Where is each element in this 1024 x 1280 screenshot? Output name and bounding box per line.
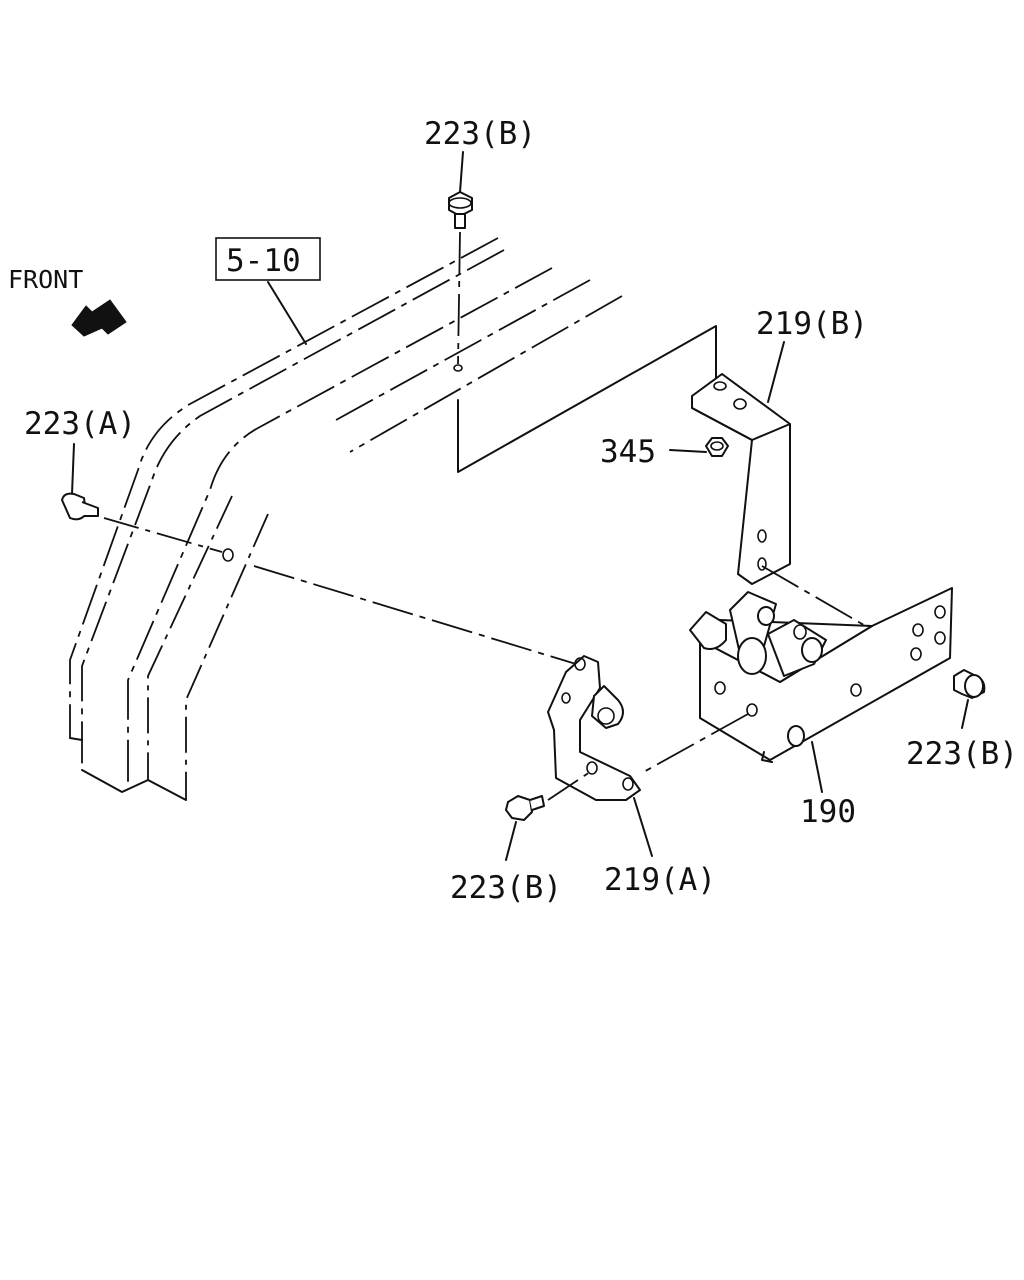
bracket-190	[689, 587, 953, 763]
callout-219b: 219(B)	[756, 306, 868, 342]
callout-223a: 223(A)	[24, 406, 136, 442]
bracket-219a	[547, 655, 641, 801]
front-label: FRONT	[8, 265, 83, 294]
leader-223a	[71, 443, 75, 495]
callout-345: 345	[600, 434, 656, 470]
callout-190: 190	[800, 794, 856, 830]
assembly-guide-line	[457, 325, 717, 473]
bolt-centerline-223a	[103, 517, 223, 553]
leader-219a	[633, 797, 653, 857]
rail-hole	[222, 548, 234, 562]
leader-219b	[767, 341, 785, 403]
leader-223b-top	[459, 151, 464, 193]
bolt-centerline-long	[253, 565, 577, 665]
callout-223b-right: 223(B)	[906, 736, 1018, 772]
reference-leader-line	[267, 281, 307, 345]
reference-box-label: 5-10	[226, 243, 301, 279]
leader-223b-bottom	[505, 821, 517, 861]
leader-345	[669, 449, 707, 453]
nut-icon	[705, 437, 729, 457]
leader-190	[811, 741, 823, 793]
callout-223b-top: 223(B)	[424, 116, 536, 152]
frame-rail	[69, 237, 623, 801]
bolt-icon	[448, 191, 473, 229]
bolt-icon	[505, 795, 545, 821]
bolt-centerline-top	[457, 231, 461, 365]
bracket-219b	[691, 373, 791, 585]
rail-top-hole	[453, 364, 463, 372]
leader-223b-right	[961, 699, 969, 729]
front-arrow-icon	[71, 299, 127, 337]
callout-223b-bottom: 223(B)	[450, 870, 562, 906]
bolt-centerline-190	[639, 713, 749, 775]
bolt-icon	[61, 492, 99, 521]
bolt-icon	[953, 669, 986, 699]
callout-219a: 219(A)	[604, 862, 716, 898]
bolt-centerline-bottom	[547, 771, 591, 801]
reference-box: 5-10	[215, 237, 321, 281]
